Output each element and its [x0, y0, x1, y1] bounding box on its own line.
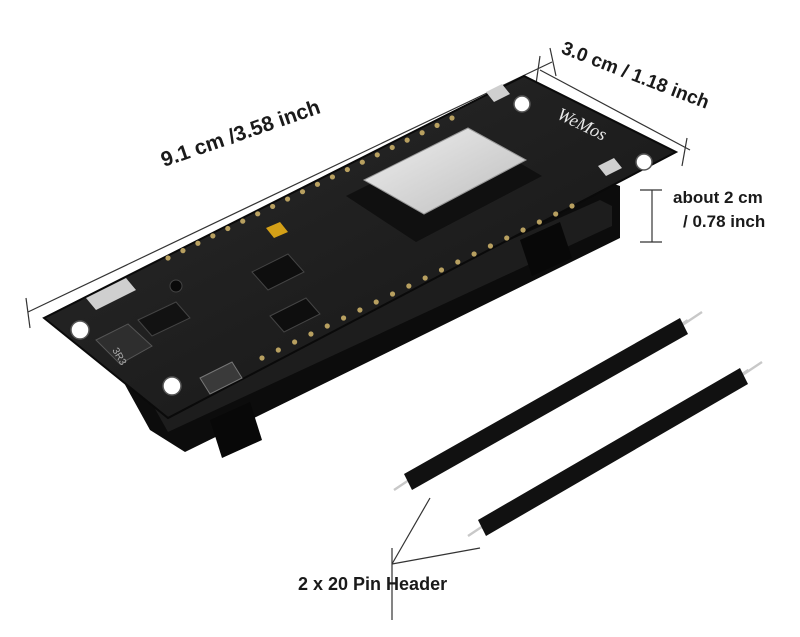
- pin-hole: [406, 283, 412, 289]
- pin-hole: [449, 115, 455, 121]
- height-dimension-label-inch: / 0.78 inch: [683, 212, 766, 231]
- pin-hole: [284, 196, 291, 202]
- pin-hole: [389, 144, 395, 151]
- pin-hole: [374, 152, 380, 158]
- pin-hole: [299, 189, 306, 195]
- pin-hole: [340, 315, 347, 321]
- pin-hole: [389, 291, 396, 297]
- pin-hole: [359, 159, 365, 165]
- pin-hole: [195, 240, 201, 246]
- esp32-module: [346, 127, 542, 242]
- pin-hole: [553, 211, 559, 217]
- pin-hole: [255, 211, 261, 217]
- pin-hole: [373, 299, 379, 305]
- pin-hole: [210, 233, 216, 239]
- pin-holes: [165, 115, 575, 361]
- pin-hole: [165, 255, 171, 261]
- pin-hole: [275, 347, 281, 353]
- pin-hole: [240, 218, 246, 224]
- pin-hole: [344, 166, 350, 173]
- pin-hole: [329, 174, 336, 180]
- pin-hole: [314, 181, 321, 187]
- pin-hole: [487, 243, 494, 249]
- pin-hole: [225, 225, 231, 232]
- pin-header-label: 2 x 20 Pin Header: [298, 574, 448, 594]
- pin-header-1: [393, 311, 703, 491]
- pin-hole: [292, 339, 298, 345]
- pin-hole: [422, 275, 428, 281]
- pin-hole: [404, 137, 410, 143]
- pin-hole: [434, 122, 440, 128]
- pin-hole: [324, 323, 330, 329]
- pin-hole: [455, 259, 461, 265]
- pin-hole: [419, 130, 425, 136]
- pin-hole: [520, 227, 526, 233]
- pin-hole: [308, 331, 314, 337]
- pin-hole: [357, 307, 363, 313]
- pin-hole: [569, 203, 575, 209]
- pin-hole: [504, 235, 510, 241]
- pin-hole: [270, 203, 276, 210]
- pin-hole: [259, 355, 265, 361]
- pin-hole: [180, 248, 186, 254]
- pin-header-2: [467, 361, 763, 537]
- dimension-lines: [25, 47, 691, 620]
- pin-hole: [536, 219, 542, 225]
- pin-hole: [438, 267, 445, 273]
- pin-hole: [471, 251, 477, 257]
- height-dimension-label: about 2 cm: [673, 188, 763, 207]
